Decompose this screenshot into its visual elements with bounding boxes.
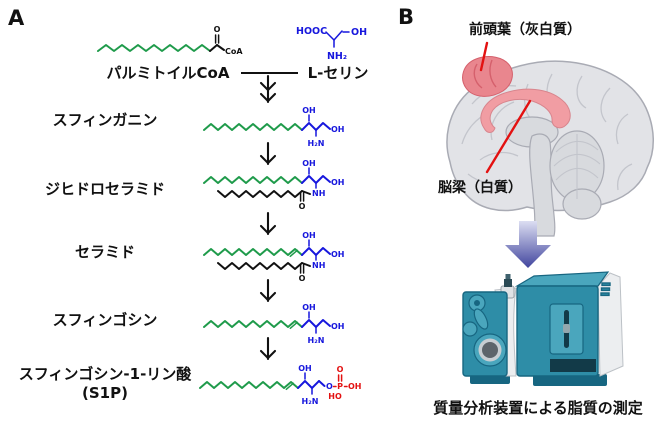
sphingosine-structure: OH H₂N OH <box>203 303 345 345</box>
atom-oh-top: OH <box>302 303 316 312</box>
machine-nozzle <box>504 279 512 287</box>
s1p-structure: OH H₂N O P O OH HO <box>199 364 362 406</box>
atom-h2n: H₂N <box>302 397 319 406</box>
corpus-callosum-annotation: 脳梁（白質） <box>438 180 522 196</box>
machine-vent <box>600 287 611 292</box>
atom-oh-right: OH <box>348 382 362 391</box>
sphingosine-label: スフィンゴシン <box>52 311 158 329</box>
gradient-down-arrow-icon <box>505 221 551 268</box>
machine-port-lens <box>482 342 498 358</box>
machine-arm <box>473 308 489 330</box>
atom-o-dbl: O <box>337 365 344 374</box>
machine-small-knob <box>462 321 478 337</box>
atom-oh-end: OH <box>331 178 345 187</box>
atom-o-link: O <box>326 382 333 391</box>
s1p-label-line1: スフィンゴシン-1-リン酸 <box>18 365 192 383</box>
machine-top-face <box>514 271 610 287</box>
atom-oh-top: OH <box>302 106 316 115</box>
machine-foot <box>470 375 510 384</box>
machine-foot <box>533 374 607 386</box>
machine-vent <box>601 282 611 287</box>
down-arrow-icon <box>259 278 277 303</box>
double-down-arrow-icon <box>259 74 277 104</box>
dihydroceramide-structure: OH OH NH O <box>203 159 345 211</box>
machine-arm-pin <box>474 300 480 306</box>
atom-o: O <box>214 25 221 34</box>
ceramide-label: セラミド <box>74 243 135 261</box>
sphinganine-label: スフィンガニン <box>52 111 158 129</box>
atom-oh-top: OH <box>298 364 312 373</box>
machine-recess <box>550 359 596 372</box>
reaction-junction-line <box>241 72 298 74</box>
l-serine-label: L-セリン <box>307 64 369 82</box>
caption: 質量分析装置による脂質の測定 <box>433 399 643 417</box>
atom-oh-top: OH <box>302 159 316 168</box>
atom-oh-end: OH <box>331 125 345 134</box>
machine-side-panel <box>597 272 624 377</box>
down-arrow-icon <box>259 211 277 236</box>
atom-hooc: HOOC <box>296 26 327 37</box>
cerebellum-lobe <box>562 188 602 220</box>
atom-h2n: H₂N <box>308 336 325 345</box>
l-serine-structure: HOOC OH NH₂ <box>296 26 367 62</box>
atom-oh-end: OH <box>331 322 345 331</box>
atom-ho-below: HO <box>328 392 342 401</box>
machine-vent <box>600 292 610 297</box>
atom-p: P <box>337 382 343 391</box>
atom-oh-top: OH <box>302 231 316 240</box>
machine-nozzle-tip <box>505 274 511 279</box>
panel-b-label: B <box>398 5 415 29</box>
corpus-callosum-highlight <box>480 88 571 133</box>
palmitoyl-coa-structure: O CoA <box>97 25 243 56</box>
panel-a-label: A <box>8 6 25 30</box>
frontal-lobe-annotation: 前頭葉（灰白質） <box>469 22 581 38</box>
sphinganine-structure: OH H₂N OH <box>203 106 345 148</box>
ceramide-structure: OH OH NH O <box>203 231 345 283</box>
down-arrow-icon <box>259 336 277 361</box>
frontal-pointer-line <box>479 41 489 72</box>
brainstem <box>529 133 556 237</box>
atom-nh2: NH₂ <box>327 51 347 62</box>
machine-slider-knob <box>563 324 570 333</box>
mass-spectrometer-illustration <box>462 271 624 386</box>
atom-h2n: H₂N <box>308 139 325 148</box>
corpus-pointer-line <box>485 99 532 174</box>
atom-nh: NH <box>312 189 325 198</box>
atom-nh: NH <box>312 261 325 270</box>
dihydroceramide-label: ジヒドロセラミド <box>44 180 165 198</box>
brain-illustration <box>446 56 654 237</box>
atom-o: O <box>299 274 306 283</box>
down-arrow-icon <box>259 141 277 166</box>
palmitoyl-coa-label: パルミトイルCoA <box>106 64 230 82</box>
atom-coa: CoA <box>225 47 243 56</box>
s1p-label-line2: (S1P) <box>82 384 128 402</box>
atom-oh: OH <box>351 27 367 38</box>
acyl-chain <box>97 44 211 52</box>
atom-oh-end: OH <box>331 250 345 259</box>
atom-o: O <box>299 202 306 211</box>
s1p-label: スフィンゴシン-1-リン酸 (S1P) <box>5 365 205 403</box>
